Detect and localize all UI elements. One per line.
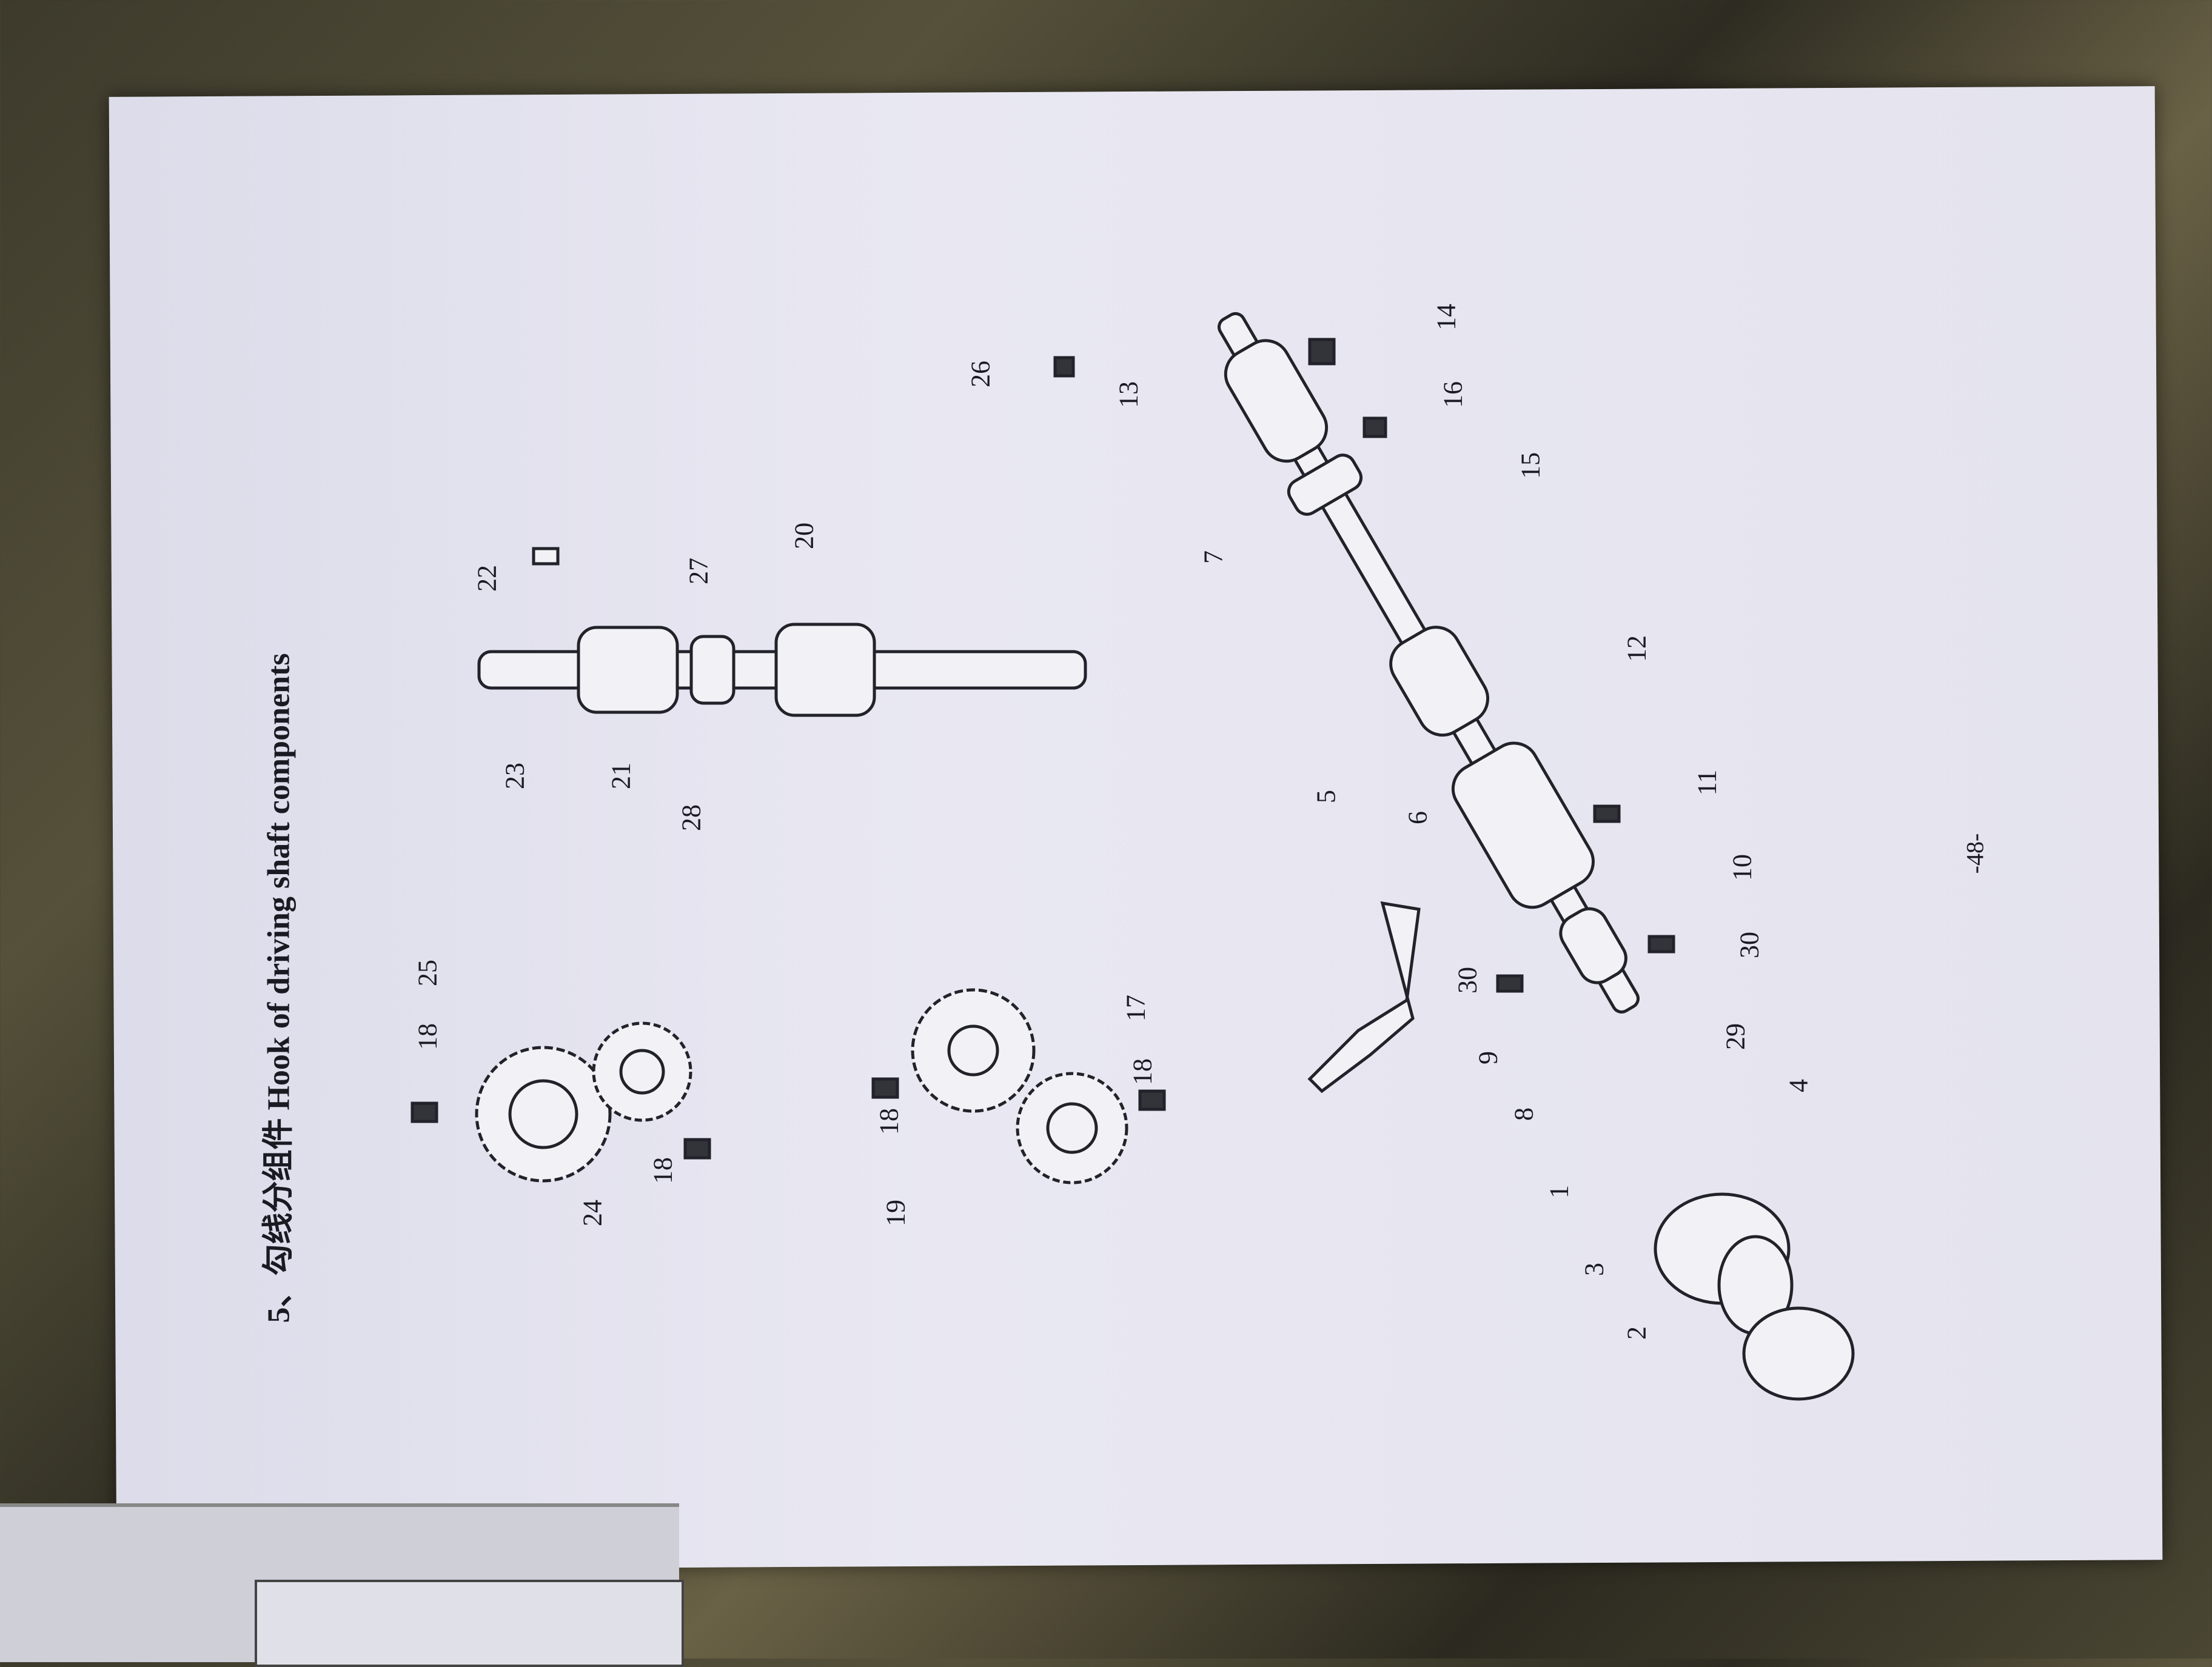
part-label: 18 bbox=[412, 1023, 443, 1050]
section-title: 5、勾线分组件 Hook of driving shaft components bbox=[261, 653, 297, 1323]
part-label: 19 bbox=[880, 1200, 911, 1226]
part-label: 16 bbox=[1438, 381, 1468, 408]
part-label: 30 bbox=[1734, 932, 1765, 958]
plate-bracket bbox=[1307, 901, 1421, 1094]
binder-edge bbox=[0, 1503, 684, 1667]
part-label: 18 bbox=[1127, 1058, 1158, 1085]
upper-shaft-assembly bbox=[477, 547, 1087, 717]
binder-label-box bbox=[255, 1580, 684, 1667]
part-label: 14 bbox=[1431, 304, 1461, 330]
part-label: 17 bbox=[1121, 995, 1151, 1021]
part-label: 21 bbox=[606, 763, 636, 789]
gears bbox=[475, 988, 1128, 1184]
part-label: 15 bbox=[1515, 452, 1546, 479]
part-label: 4 bbox=[1783, 1079, 1814, 1092]
part-label: 6 bbox=[1403, 811, 1433, 824]
part-label: 25 bbox=[412, 960, 443, 986]
part-label: 20 bbox=[789, 523, 819, 549]
part-label: 24 bbox=[577, 1200, 608, 1226]
part-label: 13 bbox=[1113, 381, 1144, 408]
part-label: 23 bbox=[500, 763, 530, 789]
part-label: 1 bbox=[1544, 1185, 1574, 1198]
part-label: 9 bbox=[1473, 1051, 1503, 1064]
part-label: 18 bbox=[874, 1108, 904, 1135]
part-label: 8 bbox=[1509, 1107, 1539, 1121]
part-label: 3 bbox=[1579, 1263, 1609, 1276]
part-label: 26 bbox=[965, 361, 996, 387]
part-label: 28 bbox=[676, 804, 706, 831]
part-label: 30 bbox=[1452, 967, 1483, 994]
part-label: 12 bbox=[1621, 635, 1652, 662]
part-label: 2 bbox=[1621, 1326, 1652, 1340]
part-label: 7 bbox=[1198, 550, 1228, 564]
part-label: 11 bbox=[1692, 769, 1722, 796]
part-label: 22 bbox=[472, 565, 502, 592]
part-label: 10 bbox=[1727, 854, 1757, 881]
page-number: -48- bbox=[1961, 833, 1989, 874]
part-label: 5 bbox=[1311, 790, 1341, 803]
main-shaft-assembly bbox=[1217, 312, 1640, 1014]
hook-assembly bbox=[1654, 1192, 1855, 1401]
part-label: 18 bbox=[648, 1157, 678, 1184]
part-label: 29 bbox=[1720, 1023, 1751, 1050]
part-label: 27 bbox=[683, 558, 714, 584]
